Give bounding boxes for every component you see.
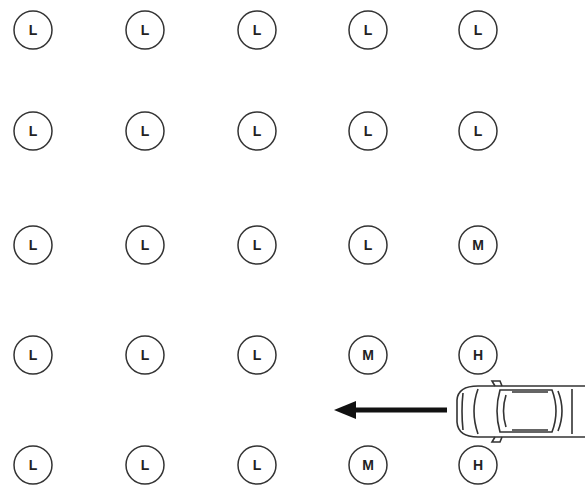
rating-circle: H [458, 335, 498, 375]
rating-letter: L [253, 124, 262, 138]
rating-circle: L [237, 10, 277, 50]
rating-circle: L [237, 225, 277, 265]
rating-letter: L [253, 458, 262, 472]
rating-letter: L [253, 23, 262, 37]
rating-letter: L [141, 458, 150, 472]
rating-letter: L [474, 124, 483, 138]
rating-letter: H [473, 458, 483, 472]
rating-letter: L [253, 348, 262, 362]
rating-letter: H [473, 348, 483, 362]
rating-letter: M [472, 238, 484, 252]
rating-letter: L [29, 238, 38, 252]
car-top-view [457, 381, 585, 442]
rating-letter: L [364, 238, 373, 252]
rating-letter: L [141, 124, 150, 138]
rating-letter: L [29, 124, 38, 138]
rating-circle: L [125, 225, 165, 265]
rating-letter: L [29, 348, 38, 362]
rating-circle: L [458, 111, 498, 151]
rating-circle: L [348, 111, 388, 151]
rating-circle: L [237, 445, 277, 485]
rating-circle: L [13, 111, 53, 151]
rating-letter: L [29, 458, 38, 472]
rating-circle: H [458, 445, 498, 485]
rating-letter: L [141, 238, 150, 252]
rating-circle: L [348, 10, 388, 50]
rating-letter: L [141, 348, 150, 362]
rating-letter: L [29, 23, 38, 37]
rating-circle: L [237, 111, 277, 151]
rating-circle: L [237, 335, 277, 375]
rating-letter: M [362, 458, 374, 472]
rating-circle: L [13, 10, 53, 50]
rating-circle: L [125, 335, 165, 375]
rating-letter: L [253, 238, 262, 252]
rating-circle: L [13, 225, 53, 265]
rating-letter: L [474, 23, 483, 37]
rating-circle: L [125, 10, 165, 50]
rating-circle: L [13, 335, 53, 375]
rating-letter: L [364, 124, 373, 138]
rating-circle: L [125, 445, 165, 485]
rating-circle: L [13, 445, 53, 485]
rating-letter: M [362, 348, 374, 362]
rating-circle: M [348, 445, 388, 485]
rating-circle: L [348, 225, 388, 265]
rating-circle: M [458, 225, 498, 265]
rating-letter: L [364, 23, 373, 37]
rating-circle: L [125, 111, 165, 151]
rating-circle: M [348, 335, 388, 375]
rating-letter: L [141, 23, 150, 37]
direction-arrow [334, 401, 447, 419]
rating-circle: L [458, 10, 498, 50]
